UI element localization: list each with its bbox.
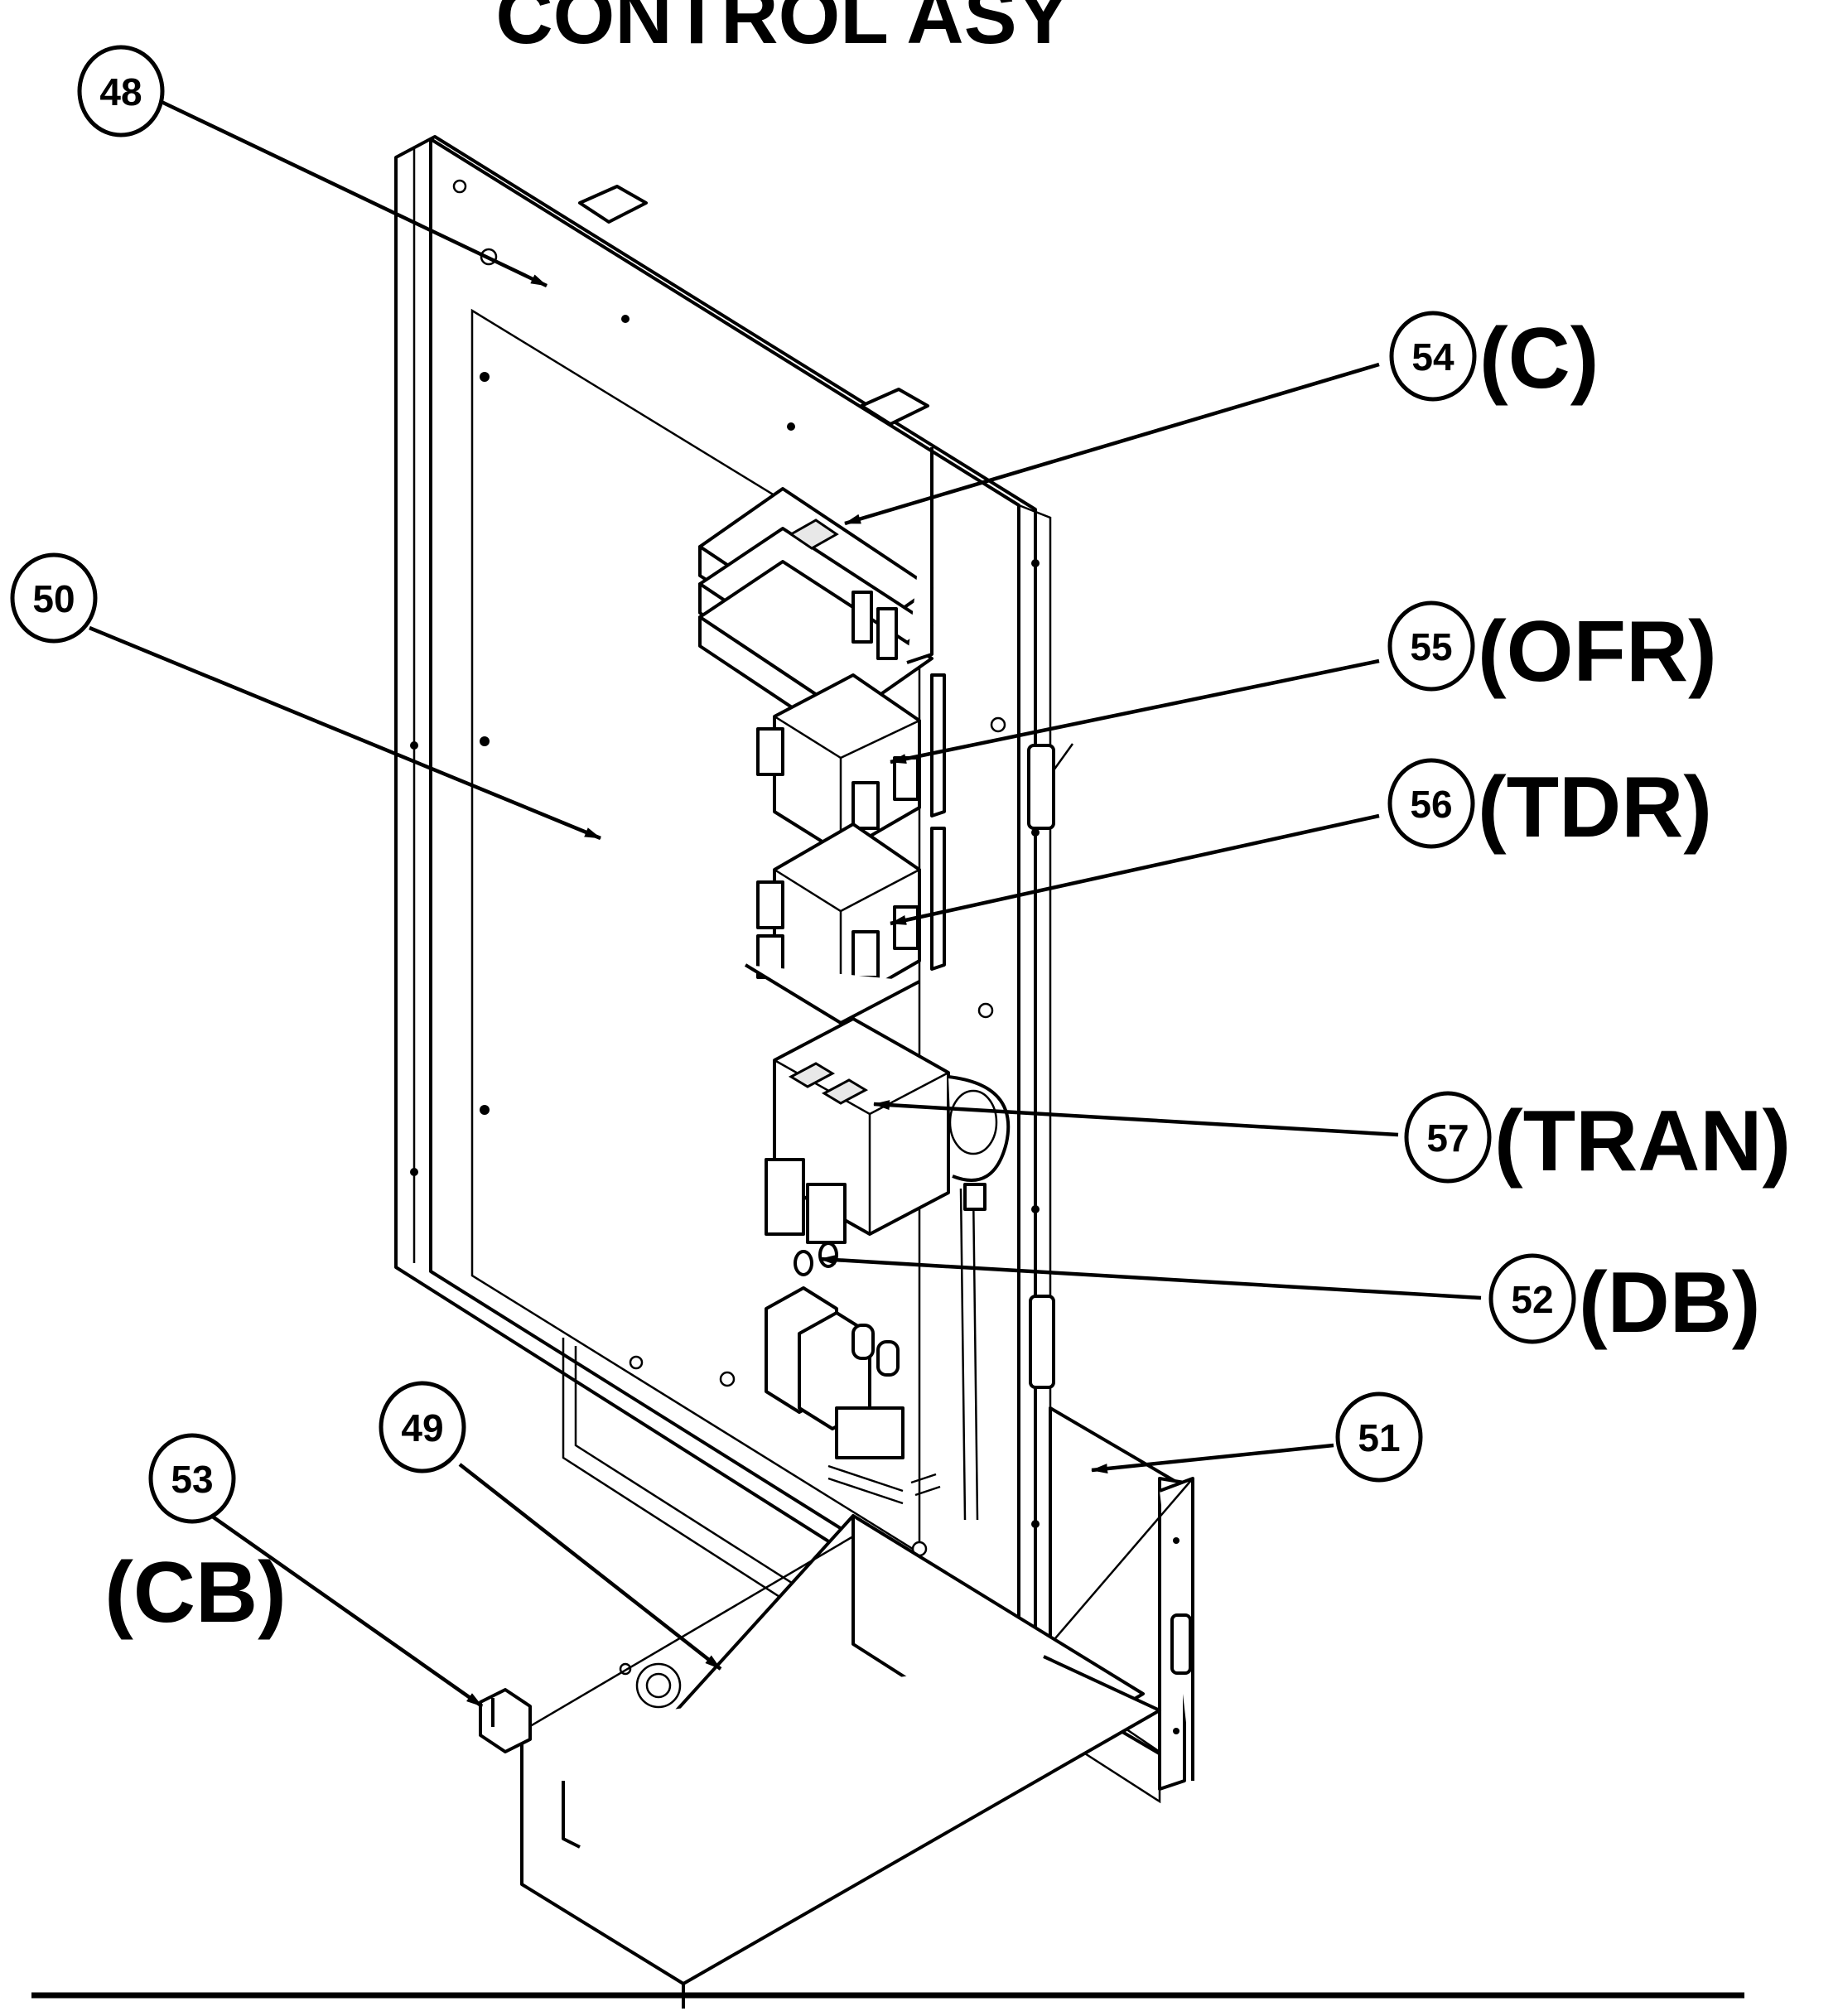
callout-bubble — [1387, 600, 1475, 692]
callout-number: 56 — [1410, 783, 1452, 826]
callout-code: (OFR) — [1478, 604, 1717, 700]
leader-48 — [161, 99, 548, 288]
callout-number: 49 — [401, 1406, 443, 1449]
callout-50: 50 — [10, 552, 98, 644]
callout-code: (TDR) — [1478, 760, 1712, 856]
circuit-breaker-part — [479, 1688, 581, 1849]
callout-number: 55 — [1410, 625, 1452, 668]
leader-54 — [844, 362, 1380, 526]
callout-code: (TRAN) — [1494, 1093, 1791, 1189]
callout-52: 52 (DB) — [1488, 1253, 1760, 1351]
callout-bubble — [1404, 1091, 1492, 1184]
callout-number: 48 — [99, 70, 142, 113]
callout-bubble — [1488, 1253, 1576, 1344]
leader-57 — [873, 1100, 1399, 1137]
callout-bubble — [77, 45, 165, 137]
callout-49: 49 — [379, 1381, 466, 1473]
leader-lines — [89, 99, 1482, 1708]
callout-51: 51 — [1335, 1391, 1423, 1483]
transformer-part — [765, 1017, 1011, 1244]
callout-bubble — [10, 552, 98, 644]
leader-51 — [1091, 1443, 1334, 1474]
callout-55: 55 (OFR) — [1387, 600, 1717, 700]
callout-56: 56 (TDR) — [1387, 758, 1712, 856]
callout-57: 57 (TRAN) — [1404, 1091, 1791, 1189]
leader-53 — [210, 1514, 484, 1708]
leader-56 — [890, 813, 1380, 926]
callout-bubble — [379, 1381, 466, 1473]
callout-number: 53 — [171, 1458, 213, 1501]
callout-bubble — [1387, 758, 1475, 849]
callout-number: 51 — [1358, 1416, 1400, 1459]
callout-53: 53 (CB) — [104, 1433, 287, 1641]
control-box-drawing — [394, 135, 1194, 2009]
callout-code: (CB) — [104, 1545, 286, 1641]
callout-code: (C) — [1479, 311, 1599, 407]
callout-number: 57 — [1426, 1117, 1469, 1160]
contactor-part — [698, 447, 933, 747]
leader-49 — [458, 1463, 722, 1671]
callout-number: 50 — [32, 577, 75, 620]
cover-part — [520, 1514, 1161, 2009]
callout-bubble — [1389, 311, 1477, 402]
outdoor-fan-relay-part — [756, 673, 946, 855]
callout-48: 48 — [77, 45, 165, 137]
leader-55 — [890, 658, 1380, 764]
callout-bubble — [1335, 1391, 1423, 1483]
callout-number: 52 — [1511, 1278, 1553, 1321]
callout-number: 54 — [1411, 335, 1454, 379]
defrost-board-part — [765, 1183, 987, 1521]
callout-code: (DB) — [1579, 1255, 1760, 1351]
page-title: CONTROL ASY — [495, 0, 1069, 60]
time-delay-relay-part — [744, 822, 946, 1025]
leader-52 — [819, 1255, 1482, 1300]
callout-54: 54 (C) — [1389, 311, 1599, 407]
leader-50 — [89, 625, 601, 841]
callout-bubble — [148, 1433, 236, 1524]
